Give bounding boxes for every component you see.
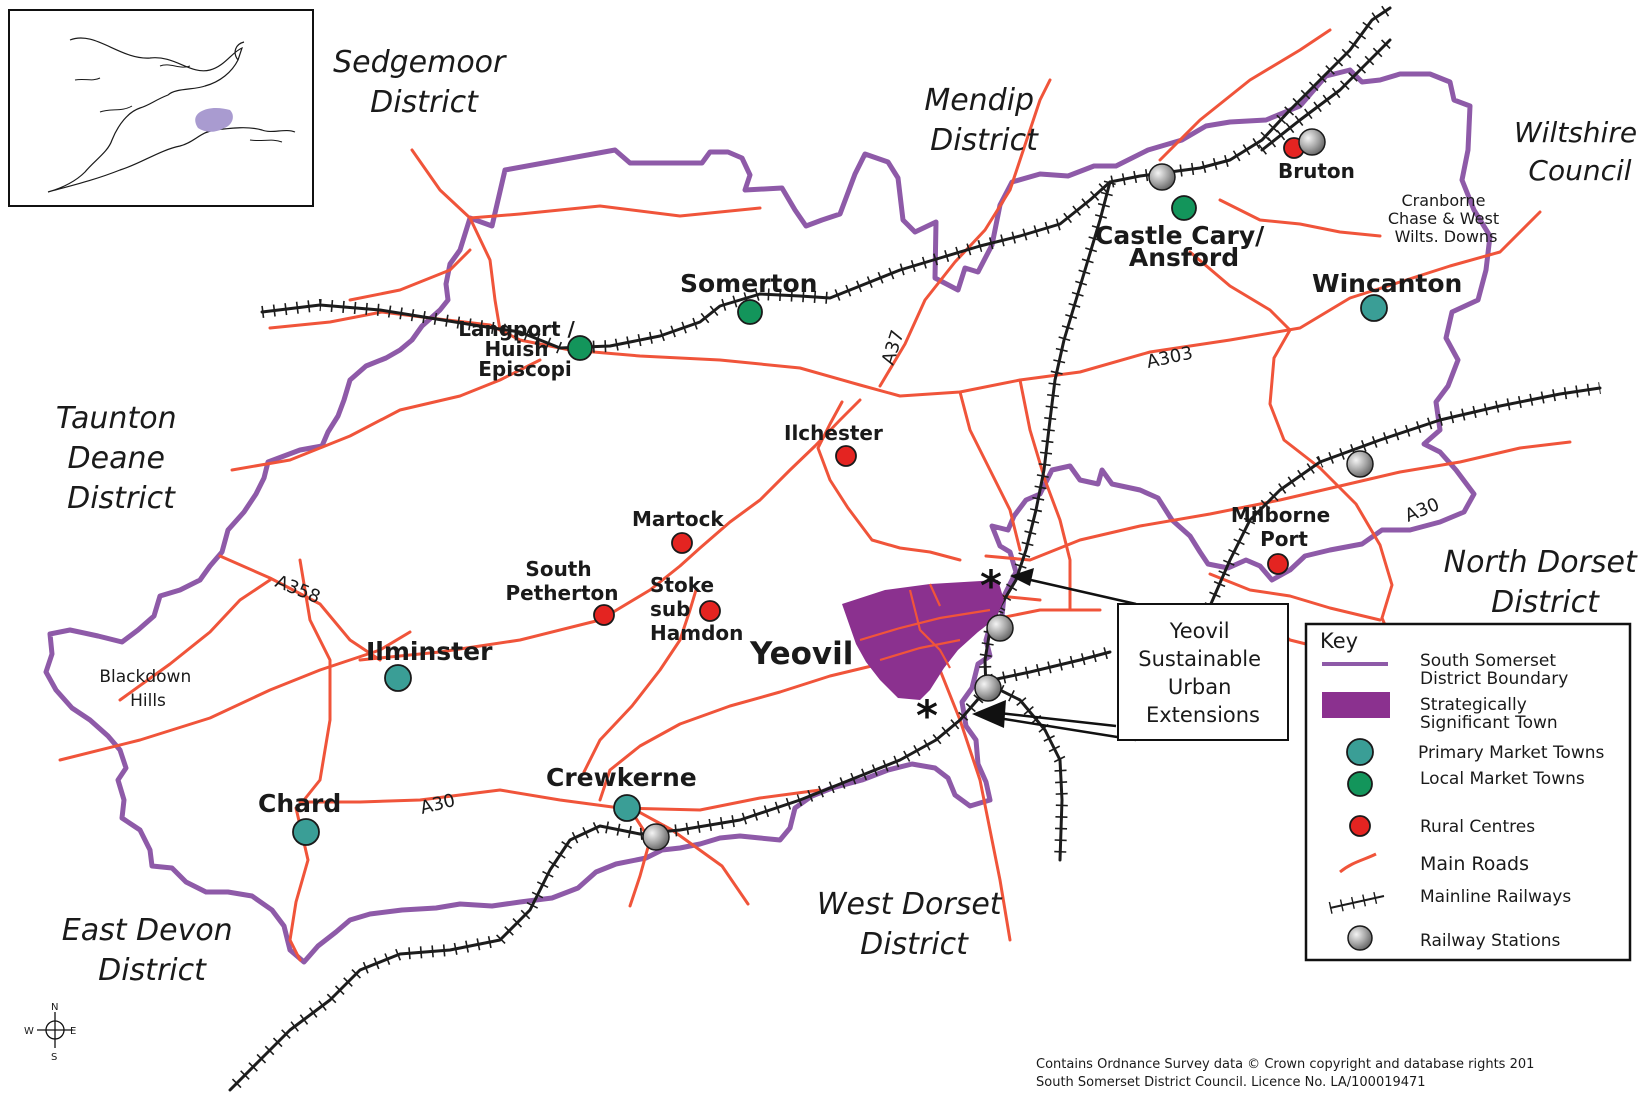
station-bruton	[1298, 128, 1326, 156]
label-castle-cary: Castle Cary/ Ansford	[1095, 221, 1273, 272]
marker-crewkerne	[613, 794, 641, 822]
compass-s: S	[51, 1052, 57, 1063]
marker-wincanton	[1360, 294, 1388, 322]
marker-milborne-port	[1267, 553, 1289, 575]
key-label-rural-centre: Rural Centres	[1420, 817, 1535, 837]
label-south-petherton: South Petherton	[506, 557, 619, 605]
label-chard: Chard	[258, 789, 341, 818]
key-title: Key	[1320, 629, 1358, 653]
key-label-primary-market-town: Primary Market Towns	[1418, 743, 1605, 763]
road-label-a37: A37	[878, 328, 909, 368]
label-martock: Martock	[632, 507, 724, 531]
station-castle-cary	[1148, 163, 1176, 191]
station-yeovil-junction	[974, 674, 1002, 702]
label-yeovil: Yeovil	[749, 636, 853, 672]
callout-text: Yeovil Sustainable Urban Extensions	[1138, 619, 1267, 727]
compass-n: N	[51, 1002, 58, 1013]
key-symbol-railway-station	[1347, 925, 1373, 951]
label-langport: Langport / Huish Episcopi	[458, 317, 582, 381]
map-key: Key South Somerset District Boundary Str…	[1304, 622, 1632, 962]
region-north-dorset: North Dorset District	[1444, 545, 1643, 620]
region-cranborne-chase: Cranborne Chase & West Wilts. Downs	[1388, 191, 1504, 246]
marker-ilminster	[384, 664, 412, 692]
road-label-a30-west: A30	[418, 790, 457, 819]
region-mendip: Mendip District	[924, 83, 1043, 158]
extension-marker-south: *	[916, 691, 938, 740]
station-yeovil-pen-mill	[986, 614, 1014, 642]
label-wincanton: Wincanton	[1312, 269, 1462, 298]
copyright-credit: Contains Ordnance Survey data © Crown co…	[1036, 1057, 1539, 1090]
marker-chard	[292, 818, 320, 846]
label-stoke-sub-hamdon: Stoke sub Hamdon	[650, 573, 743, 645]
yeovil-internal-roads	[859, 583, 991, 669]
region-west-dorset: West Dorset District	[817, 887, 1011, 962]
label-somerton: Somerton	[680, 269, 817, 298]
key-symbol-strategic-town	[1322, 692, 1390, 718]
key-label-railway-station: Railway Stations	[1420, 931, 1561, 951]
region-east-devon: East Devon District	[62, 913, 243, 988]
road-label-a303: A303	[1145, 343, 1195, 373]
callout-box	[1117, 603, 1289, 741]
compass-e: E	[70, 1026, 76, 1037]
station-templecombe	[1346, 450, 1374, 478]
key-symbol-rural-centre	[1349, 815, 1371, 837]
compass-w: W	[24, 1026, 34, 1037]
key-symbol-main-roads	[1339, 852, 1377, 874]
marker-somerton	[737, 299, 763, 325]
key-symbol-local-market-town	[1347, 771, 1373, 797]
marker-langport	[567, 335, 593, 361]
region-sedgemoor: Sedgemoor District	[333, 45, 515, 120]
label-milborne-port: Milborne Port	[1231, 503, 1337, 551]
road-label-a358: A358	[272, 571, 323, 608]
key-label-strategic-town: Strategically Significant Town	[1420, 695, 1558, 733]
town-labels: Somerton Langport / Huish Episcopi Castl…	[258, 159, 1462, 818]
key-label-local-market-town: Local Market Towns	[1420, 769, 1585, 789]
label-ilchester: Ilchester	[784, 421, 883, 445]
label-bruton: Bruton	[1278, 159, 1355, 183]
compass-icon: N S W E	[24, 1002, 76, 1063]
mainline-railways	[225, 3, 1602, 1094]
marker-castle-cary	[1171, 195, 1197, 221]
marker-ilchester	[835, 445, 857, 467]
marker-martock	[671, 532, 693, 554]
marker-south-petherton	[593, 604, 615, 626]
key-label-boundary: South Somerset District Boundary	[1420, 651, 1568, 689]
label-ilminster: Ilminster	[366, 637, 493, 666]
railway-stations	[642, 128, 1374, 851]
marker-stoke-sub-hamdon	[699, 600, 721, 622]
region-labels: Sedgemoor District Mendip District Wilts…	[56, 45, 1643, 988]
locator-inset	[8, 9, 314, 207]
yeovil-strategic-area	[842, 580, 1004, 700]
region-blackdown-hills: Blackdown Hills	[99, 667, 196, 711]
key-label-railway: Mainline Railways	[1420, 887, 1571, 907]
region-taunton-deane: Taunton Deane District	[56, 401, 186, 516]
region-wiltshire: Wiltshire Council	[1514, 116, 1643, 187]
key-label-main-roads: Main Roads	[1420, 853, 1529, 875]
station-crewkerne	[642, 823, 670, 851]
key-symbol-primary-market-town	[1346, 738, 1374, 766]
extension-marker-north: *	[980, 561, 1002, 610]
label-crewkerne: Crewkerne	[546, 763, 697, 792]
urban-extensions-callout: * * Yeovil Sustainable Urban Extensions	[916, 561, 1289, 742]
settlement-markers	[292, 137, 1388, 846]
